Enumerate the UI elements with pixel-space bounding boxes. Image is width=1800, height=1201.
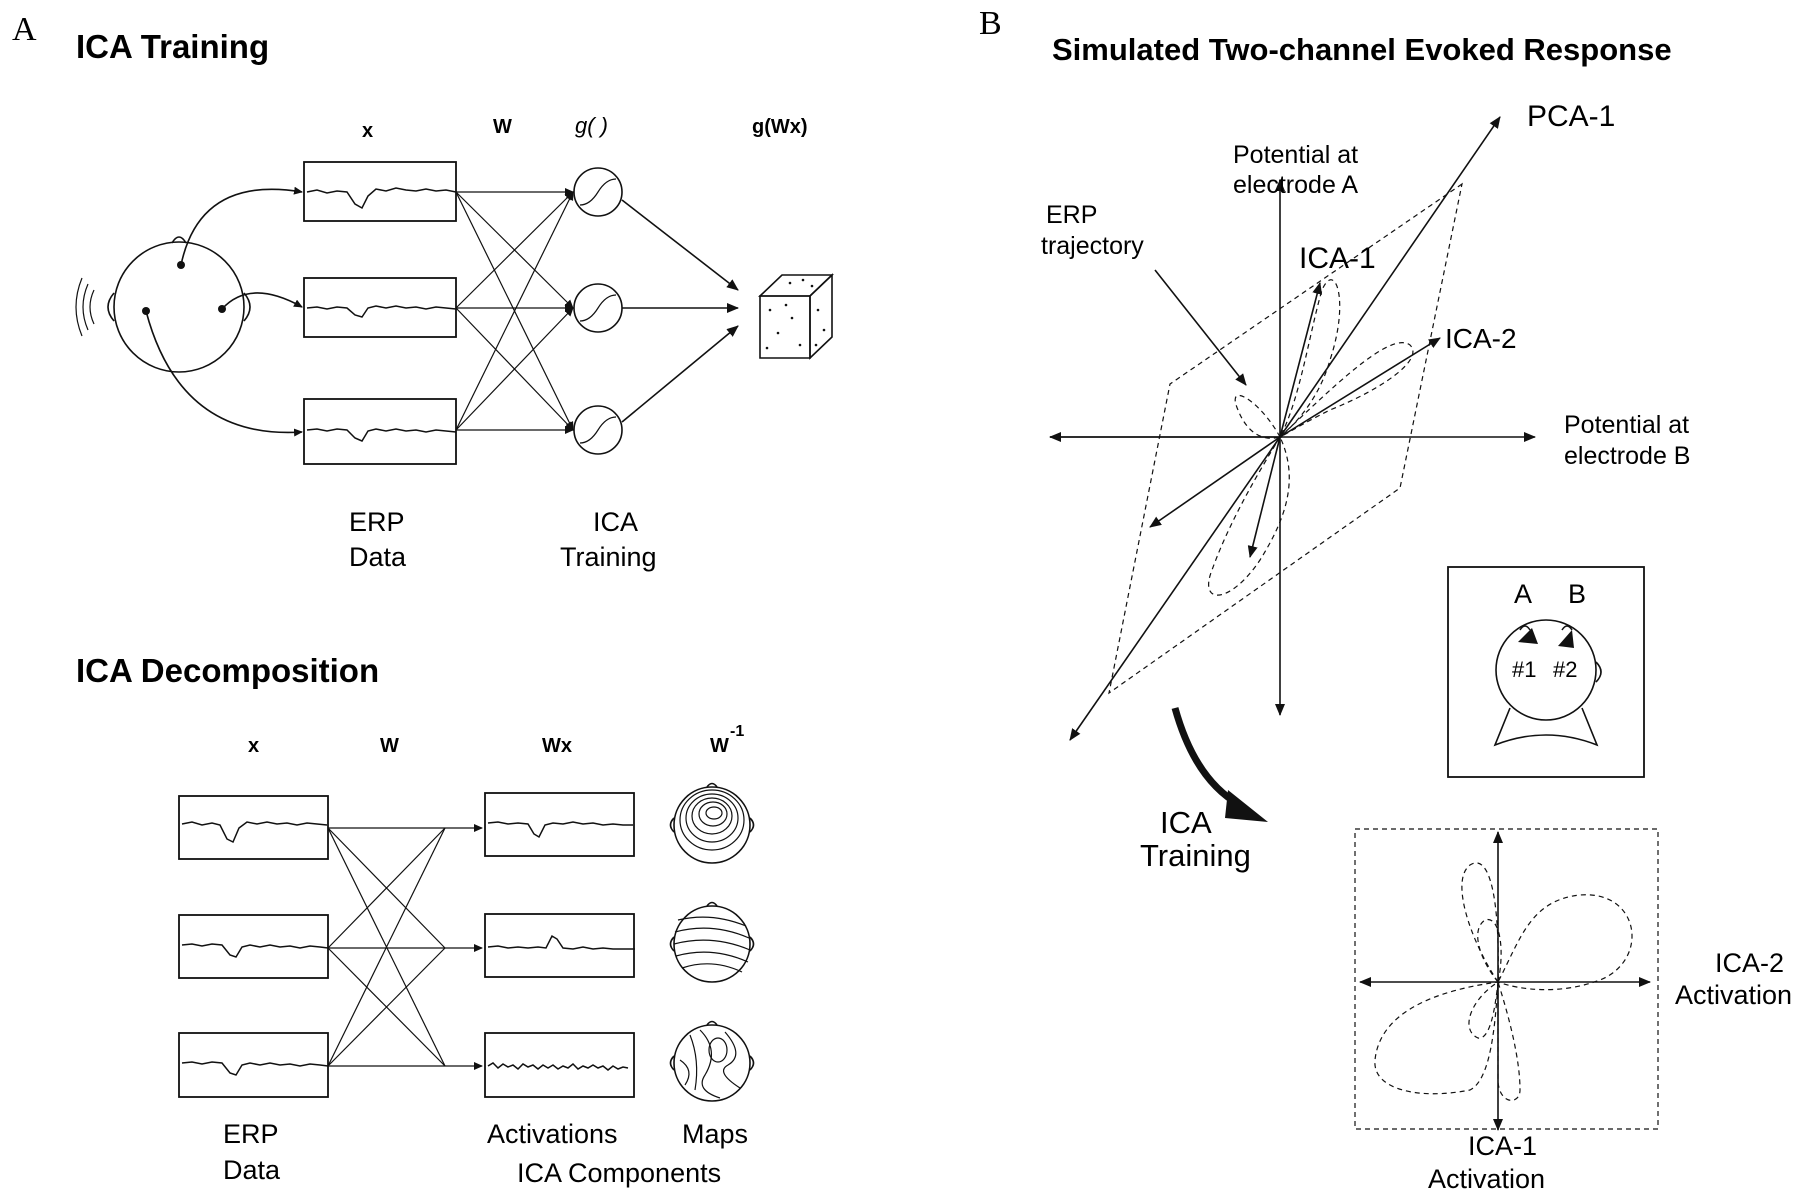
ica2-label: ICA-2 (1445, 323, 1517, 354)
activation-box-3 (484, 1032, 635, 1098)
decomposition-col-winv: W (710, 735, 729, 757)
training-curve-arrow (1171, 707, 1242, 809)
decomposition-weight-lines (327, 824, 483, 1070)
training-erp-box-1 (303, 161, 457, 222)
erp-traj-label-2: trajectory (1041, 232, 1144, 260)
training-col-x: x (362, 120, 373, 142)
sigmoid-node-1 (573, 167, 623, 217)
inset-source-1: #1 (1512, 657, 1536, 682)
training-ica-label-1: ICA (593, 507, 638, 537)
training-col-w: W (493, 116, 512, 138)
pot-a-label-2: electrode A (1233, 171, 1358, 199)
activations-label: Activations (487, 1119, 618, 1149)
scalp-map-icon-1 (669, 782, 755, 864)
training-weight-lines (455, 188, 574, 434)
electrode-inset: A B #1 #2 (1447, 566, 1645, 778)
ica2-act-label-1: ICA-2 (1715, 948, 1784, 978)
ica1-act-label-2: Activation (1428, 1164, 1545, 1194)
training-ica-label-2: Training (560, 542, 657, 572)
training-title: ICA Training (76, 28, 269, 65)
maps-label: Maps (682, 1119, 748, 1149)
activation-space-plot (1354, 828, 1659, 1131)
decomposition-col-w: W (380, 735, 399, 757)
training-erp-label-2: Data (349, 542, 407, 572)
inset-a-label: A (1514, 579, 1532, 609)
inset-source-2: #2 (1553, 657, 1577, 682)
scalp-map-icon-2 (669, 901, 755, 983)
decomp-erp-box-1 (178, 795, 329, 860)
decomp-erp-box-2 (178, 914, 329, 979)
ica1-act-label-1: ICA-1 (1468, 1131, 1537, 1161)
erp-scatter-diagram (1049, 116, 1536, 741)
b-training-label-2: Training (1140, 838, 1251, 873)
head-icon (75, 236, 251, 373)
decomposition-title: ICA Decomposition (76, 652, 379, 689)
pot-b-label-2: electrode B (1564, 442, 1690, 470)
activation-box-1 (484, 792, 635, 857)
decomp-erp-label-2: Data (223, 1155, 281, 1185)
inset-b-label: B (1568, 579, 1586, 609)
pca1-label: PCA-1 (1527, 100, 1615, 133)
scalp-map-icon-3 (669, 1020, 755, 1102)
ica2-act-label-2: Activation (1675, 980, 1792, 1010)
erp-trajectory (1208, 279, 1414, 596)
pot-b-label-1: Potential at (1564, 411, 1689, 439)
ica-training-section: ICA Training x W g( ) g(Wx) (75, 28, 834, 572)
training-erp-label-1: ERP (349, 507, 405, 537)
ica-components-label: ICA Components (517, 1158, 721, 1188)
activation-box-2 (484, 913, 635, 978)
panel-b-label: B (979, 5, 1002, 42)
decomposition-col-x: x (248, 735, 259, 757)
output-cube-icon (758, 273, 834, 360)
b-training-label-1: ICA (1160, 805, 1212, 840)
decomp-erp-box-3 (178, 1032, 329, 1098)
decomp-erp-label-1: ERP (223, 1119, 279, 1149)
training-erp-box-3 (303, 398, 457, 465)
sigmoid-node-3 (573, 405, 623, 455)
training-erp-box-2 (303, 277, 457, 338)
ica-parallelogram (1108, 182, 1463, 695)
sigmoid-node-2 (573, 283, 623, 333)
training-col-g: g( ) (575, 113, 608, 138)
panel-b-title: Simulated Two-channel Evoked Response (1052, 32, 1672, 67)
panel-a-label: A (12, 11, 37, 48)
pot-a-label-1: Potential at (1233, 141, 1358, 169)
decomposition-col-wx: Wx (542, 735, 572, 757)
ica1-label: ICA-1 (1299, 242, 1376, 275)
ica-decomposition-section: ICA Decomposition x W Wx W -1 (76, 652, 755, 1188)
erp-traj-label-1: ERP (1046, 201, 1097, 229)
decomposition-col-winv-sup: -1 (730, 723, 744, 740)
training-col-gwx: g(Wx) (752, 116, 808, 138)
